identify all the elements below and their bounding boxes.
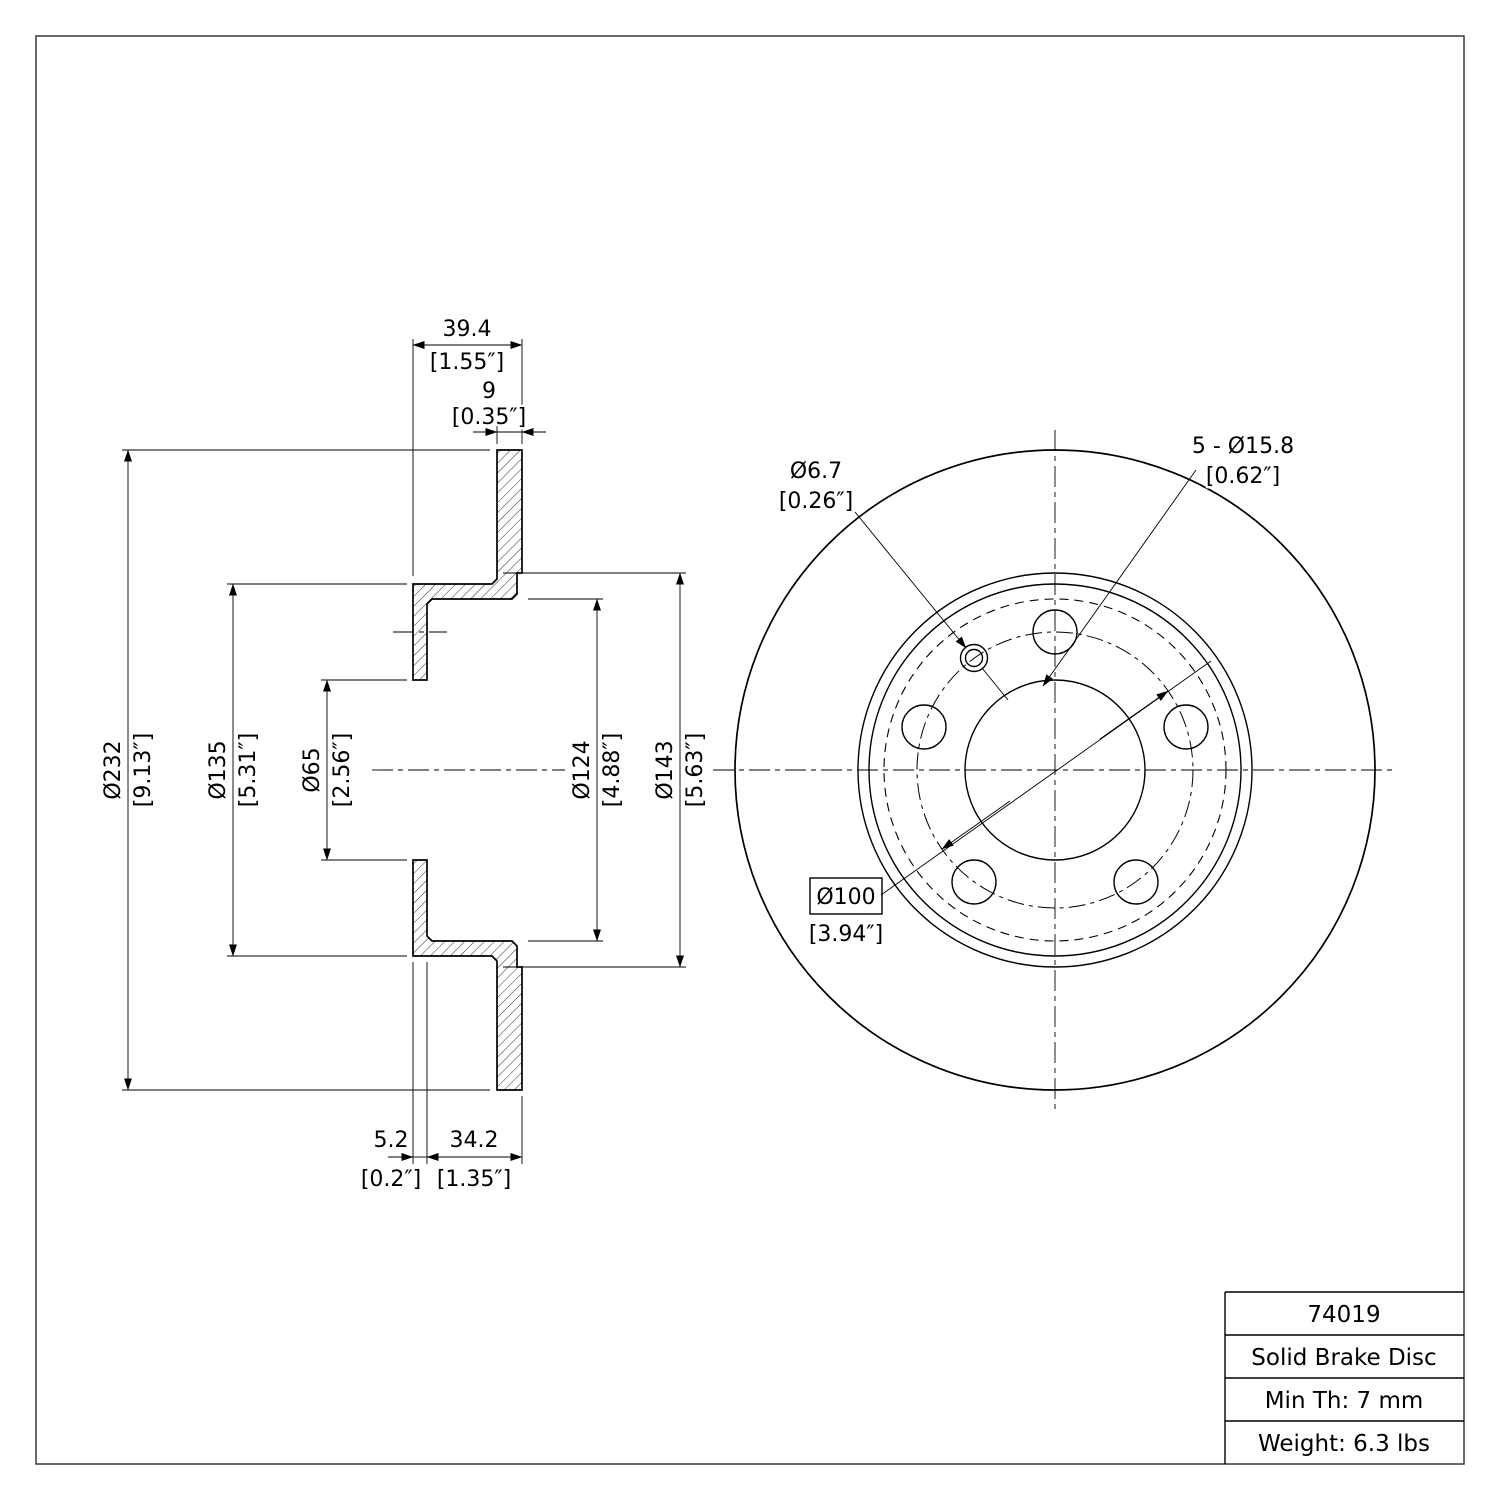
dim-center-bore-in: [2.56″] [330, 733, 355, 807]
pilot-hole [959, 643, 989, 673]
dim-outer-diameter-mm: Ø232 [101, 740, 126, 799]
bolt-circle [916, 631, 1194, 909]
title-part-number: 74019 [1307, 1302, 1380, 1328]
dim-inner-diameter-mm: Ø124 [570, 740, 595, 799]
hat-diameter-circle [868, 583, 1242, 957]
dim-pad-inner-diameter-mm: Ø143 [653, 740, 678, 799]
title-block: 74019 Solid Brake Disc Min Th: 7 mm Weig… [1224, 1291, 1464, 1464]
bolt-circle-arrow-left [941, 800, 1011, 850]
bolt-circle-label-box [809, 877, 883, 915]
dim-disc-thickness-in: [0.35″] [452, 405, 526, 430]
section-view: 39.4 [1.55″] 9 [0.35″] Ø232 [9.13″] Ø135… [99, 315, 711, 1195]
dim-overall-width-mm: 39.4 [443, 317, 492, 342]
dim-overall-width-in: [1.55″] [430, 350, 504, 375]
dim-hat-depth-mm: 34.2 [450, 1128, 499, 1153]
pad-inner-circle [857, 572, 1253, 968]
dim-center-bore-mm: Ø65 [300, 747, 325, 792]
section-lower-body [412, 859, 523, 1091]
dim-hat-diameter-mm: Ø135 [206, 740, 231, 799]
front-view: Ø6.7 [0.26″] 5 - Ø15.8 [0.62″] Ø100 [3.9… [713, 430, 1397, 1112]
label-pilot-hole-in: [0.26″] [779, 489, 853, 514]
dim-hub-face-thickness-in: [0.2″] [361, 1167, 421, 1192]
dim-inner-diameter-in: [4.88″] [600, 733, 625, 807]
label-bolt-circle-in: [3.94″] [809, 922, 883, 947]
section-upper-body [412, 449, 523, 681]
label-bolt-circle-mm: Ø100 [816, 885, 875, 910]
dim-hat-diameter-in: [5.31″] [236, 733, 261, 807]
label-lug-holes-mm: 5 - Ø15.8 [1192, 434, 1294, 459]
pilot-hole-leader [854, 511, 967, 649]
drawing-border [35, 35, 1465, 1465]
bolt-circle-arrow-right [1099, 690, 1169, 740]
outer-diameter-circle [734, 449, 1376, 1091]
title-min-thickness: Min Th: 7 mm [1265, 1388, 1424, 1414]
dim-hat-depth-in: [1.35″] [437, 1167, 511, 1192]
dim-pad-inner-diameter-in: [5.63″] [683, 733, 708, 807]
inner-diameter-circle-hidden [883, 598, 1227, 942]
title-weight: Weight: 6.3 lbs [1258, 1431, 1430, 1457]
pilot-hole-leader-tail [981, 667, 1009, 701]
center-bore-circle [964, 679, 1146, 861]
dim-hub-face-thickness-mm: 5.2 [374, 1128, 409, 1153]
dimension-lines [124, 341, 684, 1161]
dim-disc-thickness-mm: 9 [482, 379, 496, 404]
dim-outer-diameter-in: [9.13″] [131, 733, 156, 807]
label-lug-holes-in: [0.62″] [1206, 464, 1280, 489]
lug-holes [901, 609, 1209, 905]
title-part-name: Solid Brake Disc [1251, 1345, 1436, 1371]
label-pilot-hole-mm: Ø6.7 [790, 459, 842, 484]
lug-holes-leader [1042, 469, 1197, 687]
